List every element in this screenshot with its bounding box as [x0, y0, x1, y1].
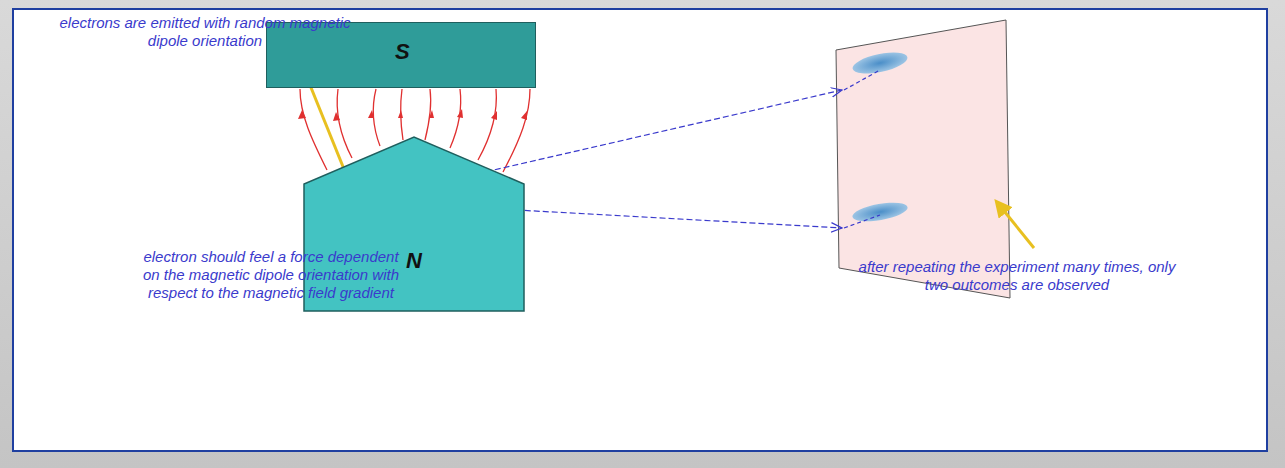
- frame: [12, 8, 1268, 452]
- detector-screen: [836, 20, 1010, 298]
- pole-letter: N: [406, 248, 422, 274]
- annotation-note: after repeating the experiment many time…: [852, 258, 1182, 294]
- pole-letter: S: [395, 39, 410, 65]
- upper-spot: [851, 48, 910, 77]
- lower-spot: [851, 199, 909, 224]
- annotation-note: electron should feel a force dependent o…: [140, 248, 402, 302]
- south-pole-magnet: S: [266, 22, 536, 88]
- annotation-note: electrons are emitted with random magnet…: [40, 14, 370, 50]
- field-arrowheads: [298, 109, 527, 121]
